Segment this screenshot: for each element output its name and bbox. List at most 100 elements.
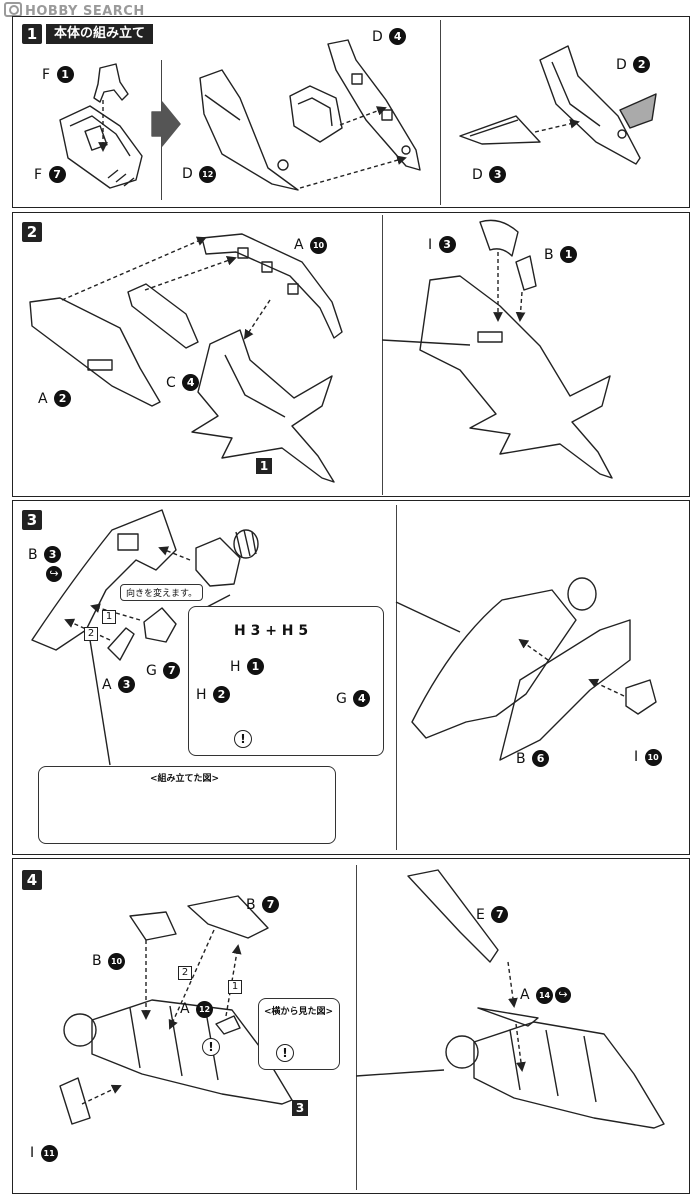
step4-panel — [12, 858, 690, 1194]
label-g7: G 7 — [146, 662, 181, 680]
label-a3: A 3 — [102, 676, 136, 694]
part-b6 — [499, 619, 631, 761]
label-i10: I 10 — [634, 748, 662, 766]
arrow-b6 — [518, 638, 549, 661]
part-f1-seat — [93, 63, 129, 103]
part-cockpit-sub — [289, 85, 343, 143]
part-d3-wing — [459, 115, 541, 145]
arrow-engine-to-frame — [158, 546, 191, 561]
label-a2: A 2 — [38, 390, 72, 408]
note-direction: 向きを変えます。 — [120, 584, 204, 601]
engine-detail-box — [188, 606, 384, 756]
label-d3: D 3 — [472, 166, 507, 184]
arrow-d12-to-d4 — [299, 155, 407, 189]
part-g7-block — [143, 607, 177, 643]
callout-step3 — [395, 601, 461, 633]
label-h2: H 2 — [196, 686, 230, 704]
step4-ref-step: 3 — [292, 1100, 308, 1116]
assembled-view-title: <組み立てた図> — [150, 774, 220, 784]
part-c4-strut — [127, 283, 199, 349]
label-b1: B 1 — [544, 246, 578, 264]
part-a12 — [215, 1015, 241, 1035]
step1-divider-b — [440, 20, 441, 205]
part-f7-cockpit — [59, 105, 143, 189]
label-g4: G 4 — [336, 690, 371, 708]
step3-panel — [12, 500, 690, 855]
arrow-i11 — [81, 1084, 122, 1105]
arrow-e7 — [507, 961, 518, 1008]
label-b6: B 6 — [516, 750, 550, 768]
engine-combo: H 3 + H 5 — [234, 623, 309, 639]
order-1: 1 — [102, 610, 116, 624]
arrow-cockpit-to-d4 — [339, 106, 387, 126]
arrow-a14 — [515, 1023, 526, 1072]
part-b1-fin — [515, 255, 537, 291]
next-arrow-icon — [151, 101, 181, 147]
part-engine-sub — [195, 529, 259, 587]
arrow-d3-to-body — [534, 119, 580, 133]
part-a10-frame — [201, 233, 343, 339]
part-a3 — [107, 627, 135, 661]
step1-panel — [12, 16, 690, 208]
label-i11: I 11 — [30, 1144, 58, 1162]
assembled-view-box — [38, 766, 336, 844]
side-view-box — [258, 998, 340, 1070]
caution-icon: ! — [202, 1038, 220, 1056]
caution-icon: ! — [234, 730, 252, 748]
step2-number: 2 — [22, 222, 42, 242]
part-assembled-fuselage — [539, 45, 657, 165]
arrow-a2-to-a10 — [61, 236, 207, 301]
step4-number: 4 — [22, 870, 42, 890]
label-e7: E 7 — [476, 906, 509, 924]
step3-number: 3 — [22, 510, 42, 530]
order-1: 1 — [228, 980, 242, 994]
label-d2: D 2 — [616, 56, 651, 74]
arrow-a10-to-body — [243, 299, 271, 340]
label-a10: A 10 — [294, 236, 328, 254]
callout-assembled — [89, 639, 111, 766]
step3-divider — [396, 505, 397, 850]
order-2: 2 — [84, 627, 98, 641]
label-i3: I 3 — [428, 236, 456, 254]
part-a14 — [477, 1007, 539, 1027]
label-f1: F 1 — [42, 66, 74, 84]
part-a2-nose — [29, 297, 161, 407]
callout-step4 — [355, 1069, 445, 1077]
arrow-g7 — [90, 603, 141, 621]
part-i11 — [59, 1077, 91, 1125]
step4-divider — [356, 865, 357, 1190]
label-a14: A 14↪ — [520, 986, 572, 1004]
step2-ref-step: 1 — [256, 458, 272, 474]
part-step4-right-body — [407, 869, 665, 1129]
part-step2-assembled — [419, 219, 613, 479]
order-2: 2 — [178, 966, 192, 980]
label-c4: C 4 — [166, 374, 200, 392]
part-b10 — [129, 911, 177, 941]
label-b7: B 7 — [246, 896, 280, 914]
part-b3-frame — [31, 509, 177, 651]
step1-number: 1 — [22, 24, 42, 44]
label-b3: B 3 — [28, 546, 62, 564]
arrow-i10 — [588, 678, 625, 697]
part-b7 — [187, 895, 269, 939]
label-f7: F 7 — [34, 166, 66, 184]
arrow-b1-down — [515, 291, 526, 322]
callout-engine — [204, 594, 231, 609]
step2-divider — [382, 215, 383, 495]
step2-panel — [12, 212, 690, 497]
part-d4-fuselage-right — [327, 39, 421, 171]
label-d4: D 4 — [372, 28, 407, 46]
hook-icon: ↪ — [46, 566, 62, 582]
part-step3-right — [411, 577, 657, 761]
part-i10 — [625, 679, 657, 715]
part-i3-canopy — [479, 219, 519, 257]
part-e7 — [407, 869, 499, 963]
part-d12-fuselage-left — [199, 69, 299, 191]
arrow-c4-to-a10 — [144, 256, 237, 291]
arrow-b7 — [168, 929, 215, 1030]
label-b10: B 10 — [92, 952, 126, 970]
hook-icon: ↪ — [555, 987, 572, 1003]
caution-icon: ! — [276, 1044, 294, 1062]
part-step1-body — [191, 329, 335, 483]
